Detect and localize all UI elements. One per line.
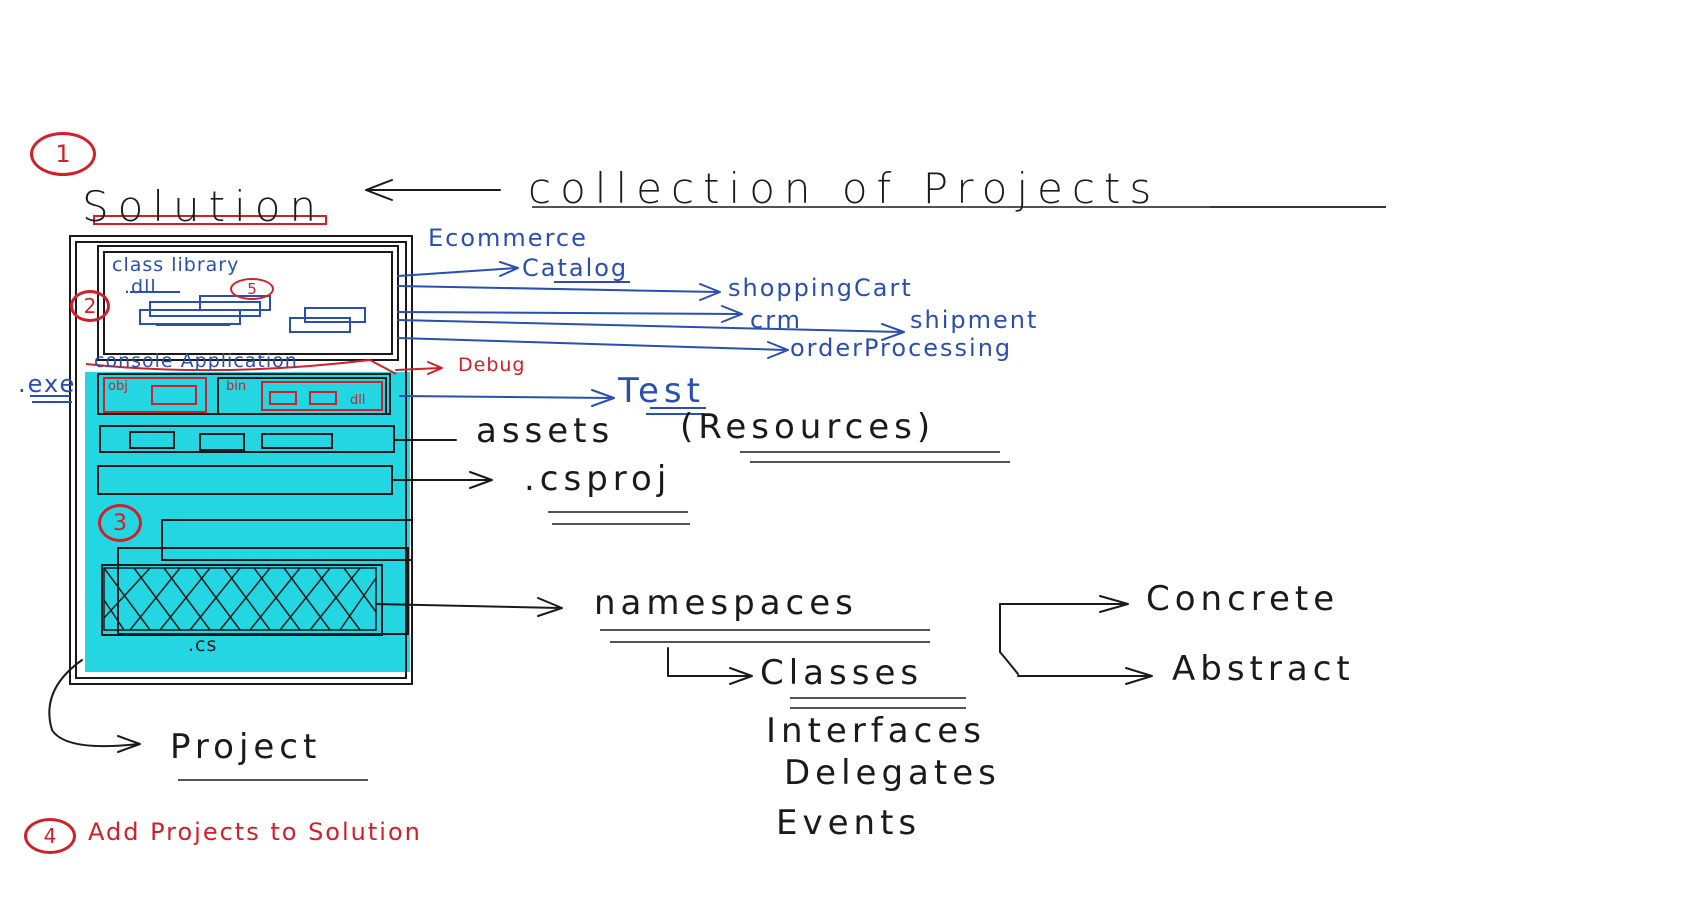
assets-label: assets — [476, 411, 615, 451]
cs-extension: .cs — [188, 634, 218, 656]
arrows — [48, 179, 1153, 753]
shopping-cart-label: shoppingCart — [728, 274, 913, 302]
solution-description: collection of Projects — [528, 164, 1161, 213]
obj-bin-boxes — [85, 358, 397, 413]
exe-extension: .exe — [18, 370, 77, 398]
namespaces-label: namespaces — [594, 583, 858, 623]
solution-title: Solution — [82, 182, 326, 231]
order-processing-label: orderProcessing — [790, 334, 1013, 362]
solution-underline — [93, 215, 327, 225]
bin-label: bin — [226, 379, 247, 394]
project-label: Project — [170, 727, 322, 767]
asset-items — [129, 431, 333, 451]
blue-underlines — [30, 281, 706, 415]
marker-5: 5 — [230, 278, 274, 300]
add-projects-note: Add Projects to Solution — [88, 818, 422, 846]
marker-1: 1 — [30, 132, 96, 176]
marker-2: 2 — [70, 290, 110, 322]
delegates-label: Delegates — [784, 753, 1001, 793]
interfaces-label: Interfaces — [766, 711, 986, 751]
crm-label: crm — [750, 306, 803, 334]
marker-3: 3 — [98, 504, 142, 542]
catalog-label: Catalog — [522, 254, 629, 282]
underlines — [178, 206, 1386, 781]
crosshatch-block — [103, 567, 377, 631]
test-label: Test — [618, 371, 705, 411]
shipment-label: shipment — [910, 306, 1039, 334]
csproj-label: .csproj — [524, 459, 672, 499]
dll-label: dll — [350, 393, 366, 408]
obj-label: obj — [108, 379, 128, 394]
classes-label: Classes — [760, 653, 924, 693]
marker-4: 4 — [24, 818, 76, 854]
console-app-label: console Application — [94, 350, 298, 372]
class-library-files — [139, 295, 366, 333]
events-label: Events — [776, 803, 922, 843]
dll-extension: .dll — [124, 276, 157, 298]
solution-box — [69, 235, 413, 685]
ecommerce-label: Ecommerce — [428, 224, 588, 252]
concrete-label: Concrete — [1146, 579, 1340, 619]
console-app-box — [97, 373, 413, 636]
abstract-label: Abstract — [1172, 649, 1355, 689]
resources-label: (Resources) — [680, 407, 936, 447]
debug-label: Debug — [458, 354, 526, 376]
class-library-label: class library — [112, 254, 240, 276]
